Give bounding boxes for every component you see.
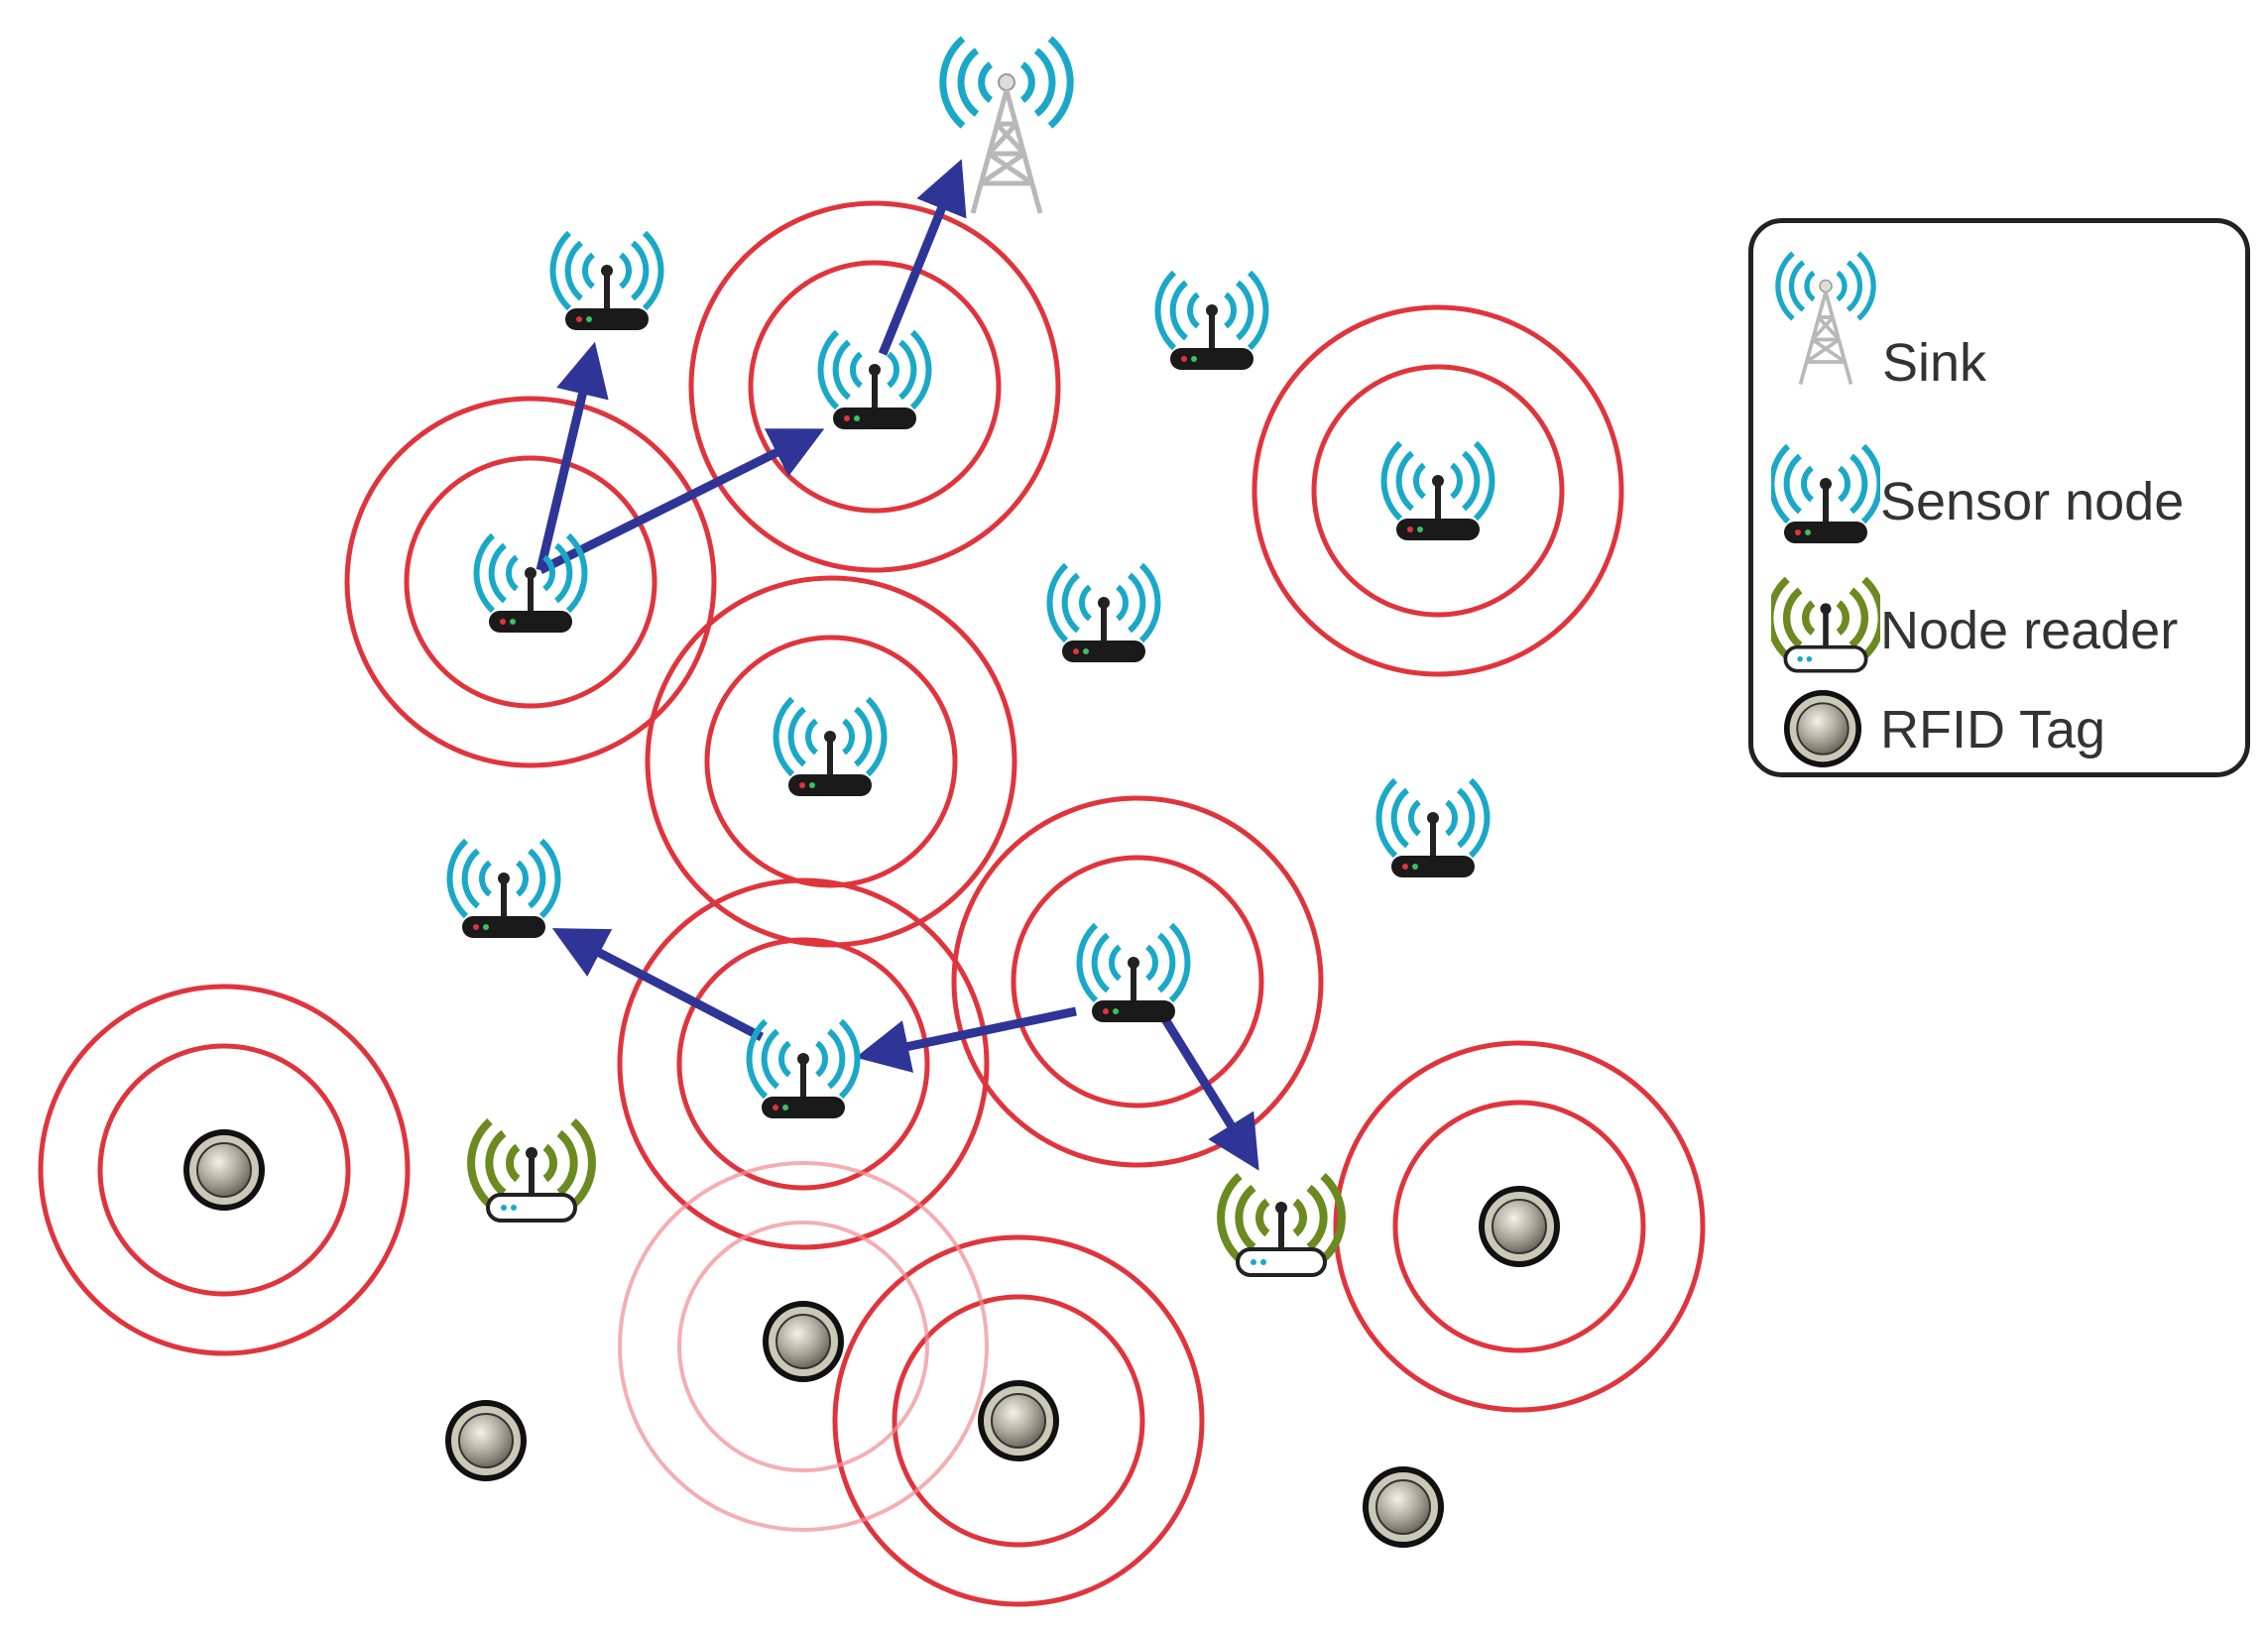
sensor-node-icon bbox=[552, 233, 660, 330]
range-ring-sensor-f bbox=[617, 877, 990, 1250]
sensor-node-icon bbox=[476, 535, 584, 633]
legend-item-rfid-tag: RFID Tag bbox=[1771, 679, 2237, 798]
range-ring-sensor-e bbox=[951, 795, 1324, 1168]
legend-item-sink: Sink bbox=[1771, 243, 2237, 393]
rfid-tag-icon bbox=[448, 1403, 524, 1478]
sensor-node-icon bbox=[1771, 431, 1880, 550]
sensor-node-icon bbox=[1079, 925, 1187, 1022]
sink-tower-icon bbox=[943, 39, 1070, 213]
rfid-tag-icon bbox=[1783, 689, 1862, 768]
legend-label-sensor-node: Sensor node bbox=[1880, 472, 2185, 531]
rfid-tag-icon bbox=[766, 1304, 841, 1379]
arrow-a-to-b bbox=[537, 428, 825, 575]
rfid-tag-icon bbox=[1366, 1469, 1441, 1545]
arrow-e-to-d bbox=[855, 1006, 1077, 1073]
sink-tower-icon bbox=[1771, 243, 1880, 392]
range-ring-tag-a bbox=[38, 984, 411, 1356]
arrow-a-to-top bbox=[536, 341, 609, 572]
arrow-e-to-reader bbox=[1156, 1008, 1259, 1171]
range-ring-tag-c bbox=[832, 1234, 1205, 1607]
range-ring-sensor-c bbox=[1252, 304, 1624, 677]
arrow-d-to-left bbox=[551, 928, 765, 1041]
sensor-node-icon bbox=[820, 332, 928, 429]
legend: Sink Sensor node Node reader RFID Tag bbox=[1748, 218, 2250, 777]
range-ring-sensor-b bbox=[688, 200, 1061, 573]
sensor-node-icon bbox=[749, 1021, 857, 1118]
sensor-node-icon bbox=[1157, 273, 1265, 370]
legend-item-node-reader: Node reader bbox=[1771, 560, 2237, 679]
sensor-node-icon bbox=[1378, 780, 1487, 877]
node-reader-icon bbox=[1221, 1176, 1342, 1275]
sensor-node-icon bbox=[1049, 565, 1157, 662]
sensor-node-icon bbox=[1383, 443, 1492, 540]
range-rings bbox=[38, 200, 1706, 1607]
node-reader-icon bbox=[471, 1121, 592, 1221]
sensor-node-icon bbox=[776, 699, 884, 796]
rfid-tag-icon bbox=[1482, 1189, 1557, 1264]
legend-item-sensor-node: Sensor node bbox=[1771, 431, 2237, 550]
range-ring-sensor-a bbox=[344, 396, 717, 768]
legend-label-rfid-tag: RFID Tag bbox=[1880, 700, 2106, 759]
sensor-node-icon bbox=[449, 841, 557, 938]
rfid-tag-icon bbox=[981, 1383, 1056, 1458]
node-reader-icon bbox=[1771, 560, 1880, 679]
data-flow-arrows bbox=[536, 159, 1259, 1171]
legend-label-node-reader: Node reader bbox=[1880, 601, 2179, 660]
range-ring-faded bbox=[618, 1161, 989, 1532]
rfid-tag-icon bbox=[186, 1132, 262, 1208]
arrow-b-to-sink bbox=[878, 159, 967, 356]
legend-label-sink: Sink bbox=[1882, 333, 1987, 393]
range-ring-tag-b bbox=[1333, 1040, 1706, 1413]
